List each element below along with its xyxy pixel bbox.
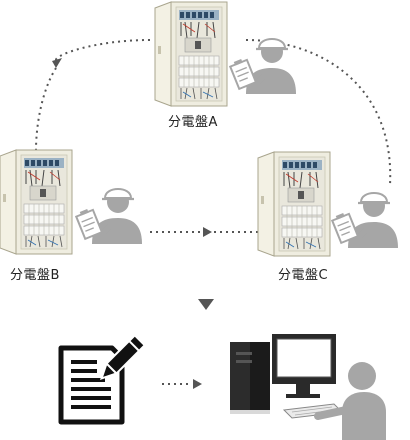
triangle-down-icon — [198, 299, 214, 310]
inspector-b-icon — [75, 189, 142, 244]
desktop-computer-icon — [230, 334, 344, 419]
panel-b-icon — [0, 149, 73, 255]
panel-c-label: 分電盤C — [278, 268, 328, 283]
inspector-a-icon — [229, 39, 296, 94]
operator-at-pc-icon — [314, 362, 386, 440]
path-a-to-c — [245, 39, 392, 186]
path-b-up — [35, 67, 57, 151]
panel-c-icon — [257, 151, 331, 257]
panel-a-icon — [154, 1, 228, 107]
path-to-a-left — [55, 39, 151, 61]
panel-b-label: 分電盤B — [10, 268, 60, 283]
arrowhead-to-b-icon — [52, 58, 62, 68]
arrowhead-to-pc-icon — [193, 379, 202, 389]
panel-a-label: 分電盤A — [168, 115, 218, 130]
arrowhead-to-c-icon — [203, 227, 212, 237]
inspector-c-icon — [331, 193, 398, 248]
report-document-icon — [58, 333, 147, 425]
